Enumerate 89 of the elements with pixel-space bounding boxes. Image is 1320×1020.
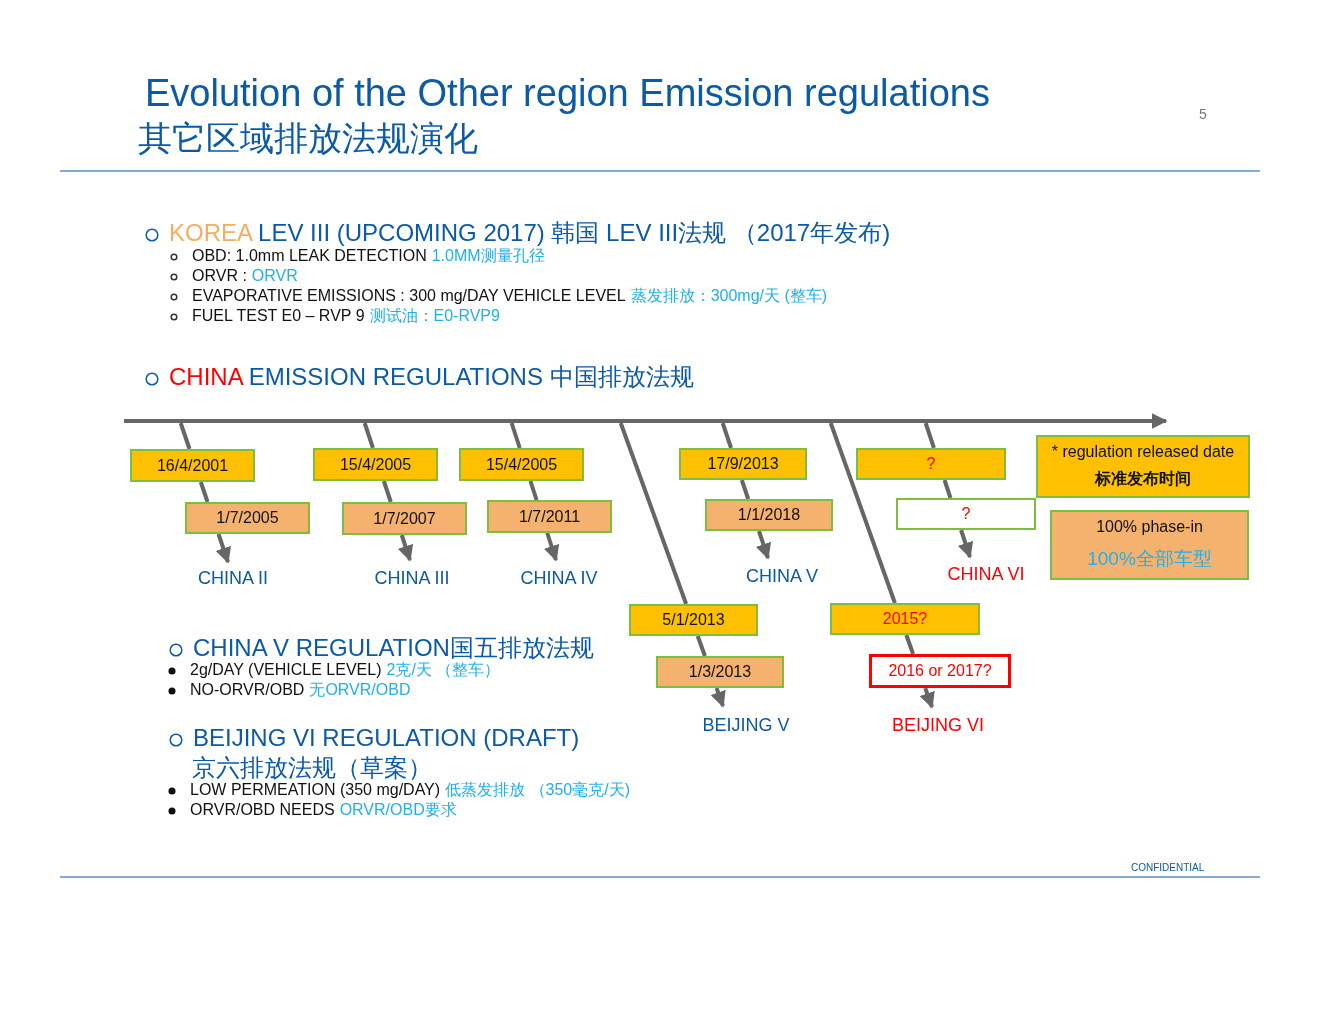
date-text: 15/4/2005 [485, 455, 558, 474]
legend-text: 100% phase-in [1096, 518, 1203, 536]
connector-line [739, 479, 751, 500]
legend-box [1036, 435, 1250, 498]
date-box [185, 502, 310, 534]
date-text: ? [926, 455, 936, 473]
list-item: EVAPORATIVE EMISSIONS : 300 mg/DAY VEHICLE LEVEL [192, 287, 626, 305]
section-heading: CHINA V REGULATION国五排放法规 [193, 633, 594, 661]
section-heading: CHINA [169, 363, 244, 391]
date-text: 1/3/2013 [688, 663, 752, 681]
connector-line [618, 422, 688, 605]
list-item: LOW PERMEATION (350 mg/DAY) [190, 781, 441, 799]
date-text: 5/1/2013 [662, 611, 725, 629]
date-text: 2015? [882, 610, 928, 628]
stage-label: CHINA III [352, 567, 472, 589]
list-item: ORVR [251, 267, 298, 285]
arrow [755, 530, 771, 560]
confidential-note: CONFIDENTIAL [1131, 862, 1205, 873]
section-heading: KOREA [169, 219, 254, 247]
date-text: 1/7/2011 [518, 507, 581, 526]
connector-line [362, 422, 375, 449]
connector-line [923, 422, 936, 449]
connector-line [695, 635, 707, 657]
date-box [459, 448, 584, 481]
legend-text: * regulation released date [1051, 443, 1235, 461]
legend-text: 100%全部车型 [1087, 547, 1212, 571]
section-heading: 京六排放法规（草案） [192, 753, 432, 783]
list-item: 低蒸发排放 （350毫克/天) [445, 780, 631, 800]
page-number: 5 [1199, 106, 1207, 122]
list-item: 蒸发排放：300mg/天 (整车) [630, 286, 828, 306]
connector-line [381, 480, 393, 503]
date-box [830, 603, 980, 635]
date-box [487, 500, 612, 533]
date-text: 1/7/2007 [373, 509, 436, 528]
connector-line [198, 481, 210, 503]
list-item: ORVR : [192, 267, 247, 285]
date-text: 17/9/2013 [707, 455, 779, 473]
date-box [313, 448, 438, 481]
subtitle-text: 其它区域排放法规演化 [138, 118, 478, 159]
connector-line [942, 479, 953, 499]
section-heading: BEIJING VI REGULATION (DRAFT) [193, 724, 580, 752]
connector-line [904, 634, 915, 655]
stage-label: CHINA IV [499, 567, 619, 589]
connector-line [178, 422, 192, 450]
date-box [342, 502, 467, 535]
date-box [869, 654, 1011, 688]
stage-label: CHINA II [173, 567, 293, 589]
date-text: 1/7/2005 [216, 509, 279, 527]
arrow [397, 534, 414, 562]
date-text: ? [961, 505, 971, 523]
date-box [679, 448, 807, 480]
date-text: 15/4/2005 [339, 455, 412, 474]
arrow [710, 687, 726, 708]
list-item: 1.0MM测量孔径 [431, 246, 545, 266]
list-item: 测试油：E0-RVP9 [369, 306, 500, 326]
arrow [957, 529, 974, 559]
list-item: ORVR/OBD要求 [339, 800, 457, 820]
section-heading: LEV III (UPCOMING 2017) 韩国 LEV III法规 （2017年发布) [258, 218, 891, 248]
stage-label: BEIJING VI [878, 714, 998, 736]
stage-label: CHINA V [722, 565, 842, 587]
slide-title: Evolution of the Other region Emission regulations [145, 72, 990, 115]
list-item: FUEL TEST E0 – RVP 9 [192, 307, 365, 325]
date-text: 1/1/2018 [737, 506, 801, 524]
arrow [919, 687, 935, 709]
list-item: 无ORVR/OBD [309, 680, 411, 700]
section-heading: EMISSION REGULATIONS 中国排放法规 [248, 362, 694, 392]
stage-label: CHINA VI [926, 563, 1046, 585]
date-box [856, 448, 1006, 480]
list-item: ORVR/OBD NEEDS [190, 801, 335, 819]
arrow [543, 532, 560, 562]
date-box [705, 499, 833, 531]
legend-box [1050, 510, 1249, 580]
list-item: NO-ORVR/OBD [190, 681, 305, 699]
date-box [656, 656, 784, 688]
stage-label: BEIJING V [686, 714, 806, 736]
arrow [215, 533, 231, 564]
date-text: 16/4/2001 [156, 456, 229, 475]
legend-text: 标准发布时间 [1095, 469, 1191, 489]
date-box [896, 498, 1036, 530]
date-box [130, 449, 255, 482]
list-item: 2g/DAY (VEHICLE LEVEL) [190, 661, 382, 679]
connector-line [720, 422, 733, 449]
connector-line [528, 480, 539, 501]
connector-line [828, 422, 897, 604]
connector-line [509, 422, 522, 449]
list-item: 2克/天 （整车） [386, 660, 501, 680]
date-text: 2016 or 2017? [888, 662, 992, 680]
list-item: OBD: 1.0mm LEAK DETECTION [192, 247, 427, 265]
date-box [629, 604, 758, 636]
